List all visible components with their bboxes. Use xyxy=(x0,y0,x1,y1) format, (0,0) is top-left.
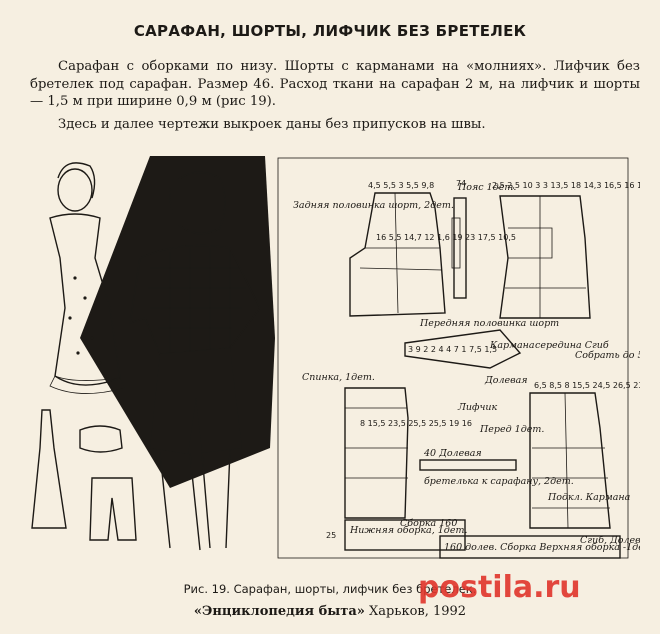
intro-paragraph-2: Здесь и далее чертежи выкроек даны без п… xyxy=(58,116,486,132)
front-label: Перед 1дет. xyxy=(479,424,544,435)
pattern-drafting-board: Задняя половинка шорт, 2дет. 4,5 5,5 3 5… xyxy=(277,157,640,559)
front-dims: 6,5 8,5 8 15,5 24,5 26,5 23 13,5 3 18 14… xyxy=(534,381,640,390)
page-title: САРАФАН, ШОРТЫ, ЛИФЧИК БЕЗ БРЕТЕЛЕК xyxy=(133,22,527,40)
lower-frill-label: Нижняя оборка, 1дет. xyxy=(349,525,467,536)
front-pattern xyxy=(529,392,611,529)
strap-count-label: 40 Долевая xyxy=(423,448,482,459)
upper-frill-label: 160 долев. Сборка Верхняя оборка -1дет. xyxy=(444,542,640,553)
source-line: «Энциклопедия быта» Харьков, 1992 xyxy=(0,604,660,619)
back-shorts-dims: 16 5,5 14,7 12 1,6 19 23 17,5 10,5 xyxy=(376,233,516,242)
belt-dims: 74 xyxy=(456,179,466,188)
straight-grain-label: Долевая xyxy=(484,375,528,386)
strap-label: бретелька к сарафану, 2дет. xyxy=(424,476,574,487)
source-place-year: Харьков, 1992 xyxy=(369,604,467,619)
pocket-label: Подкл. Кармана xyxy=(547,492,631,503)
front-shorts-dims: 2,5 2,5 10 3 3 13,5 18 14,3 16,5 16 15,5… xyxy=(492,181,640,190)
gather-cm-label: Собрать до 5 см xyxy=(575,350,640,361)
intro-paragraph-1: Сарафан с оборками по низу. Шорты с карм… xyxy=(30,59,640,109)
middle-fold-label: середина Сгиб xyxy=(535,340,609,351)
front-shorts-pattern xyxy=(499,195,591,319)
woman-shorts-drawing xyxy=(129,171,261,551)
back-shorts-pattern xyxy=(349,192,446,317)
bra-detail-pattern xyxy=(404,329,522,369)
belt-label: Пояс 1дет. xyxy=(457,182,516,193)
intro-text: Сарафан с оборками по низу. Шорты с карм… xyxy=(30,58,640,133)
upper-frill-pattern xyxy=(439,535,621,559)
back-pattern xyxy=(344,387,409,519)
back-shorts-label: Задняя половинка шорт, 2дет. xyxy=(293,200,454,211)
woman-sundress-drawing xyxy=(49,162,125,394)
gather-label: Сборка 160 xyxy=(400,518,457,529)
pattern-figure: Задняя половинка шорт, 2дет. 4,5 5,5 3 5… xyxy=(31,156,640,559)
figure-caption: Рис. 19. Сарафан, шорты, лифчик без брет… xyxy=(183,582,477,596)
lower-frill-pattern xyxy=(344,519,466,551)
belt-pattern xyxy=(451,197,467,299)
back-label: Спинка, 1дет. xyxy=(302,372,375,383)
lower-frill-dims: 25 xyxy=(326,531,336,540)
fold-straight-label: Сгиб, Долевая xyxy=(580,535,640,546)
garment-sketches xyxy=(31,409,137,541)
bra-detail-dims: 3 9 2 2 4 4 7 1 7,5 1,5 xyxy=(408,345,497,354)
back-dims: 8 15,5 23,5 25,5 25,5 19 16 xyxy=(360,419,472,428)
bra-label: Лифчик xyxy=(457,402,498,413)
front-shorts-label: Передняя половинка шорт xyxy=(419,318,559,329)
back-shorts-top-dims: 4,5 5,5 3 5,5 9,8 xyxy=(368,181,434,190)
fashion-illustration xyxy=(31,156,275,551)
source-encyclopedia: «Энциклопедия быта» xyxy=(193,604,365,619)
watermark-logo: postila.ru xyxy=(418,570,581,605)
strap-pattern xyxy=(419,459,517,471)
bra-pocket-label: Кармана xyxy=(489,340,535,351)
